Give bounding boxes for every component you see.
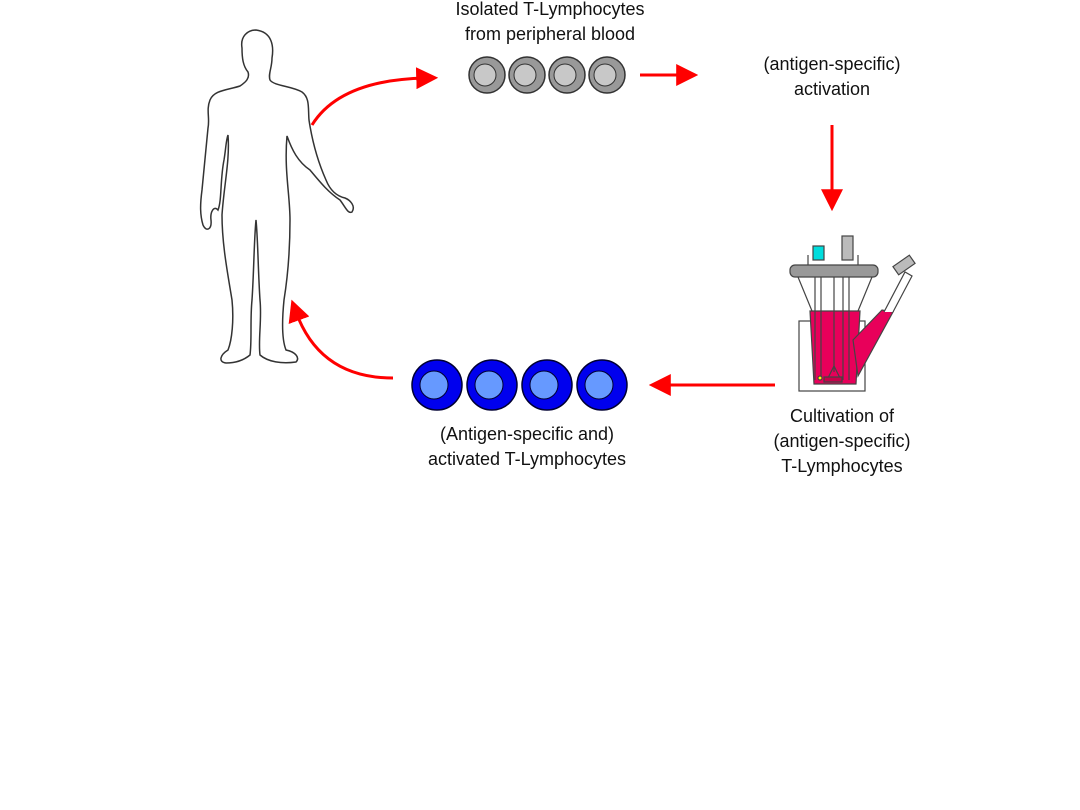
human-silhouette-icon bbox=[199, 29, 355, 364]
activated-label-line2: activated T-Lymphocytes bbox=[428, 449, 626, 469]
activated-cell bbox=[466, 359, 518, 411]
activated-label-line1: (Antigen-specific and) bbox=[440, 424, 614, 444]
resting-cell bbox=[548, 56, 586, 94]
activated-cell bbox=[411, 359, 463, 411]
activated-t-cells bbox=[411, 359, 628, 411]
resting-cell bbox=[508, 56, 546, 94]
activated-cell bbox=[576, 359, 628, 411]
cultivation-label-line3: T-Lymphocytes bbox=[781, 456, 902, 476]
cultivation-label-line2: (antigen-specific) bbox=[773, 431, 910, 451]
resting-t-cells bbox=[468, 56, 626, 94]
activation-label-line2: activation bbox=[794, 79, 870, 99]
activated-cell bbox=[521, 359, 573, 411]
resting-cell bbox=[588, 56, 626, 94]
arrow-reinfusion bbox=[288, 299, 394, 380]
isolated-label-line2: from peripheral blood bbox=[465, 24, 635, 44]
arrow-blood-to-isolation bbox=[310, 67, 439, 126]
bioreactor-vessel-icon bbox=[789, 235, 916, 392]
cultivation-label-line1: Cultivation of bbox=[790, 406, 895, 426]
resting-cell bbox=[468, 56, 506, 94]
isolated-label-line1: Isolated T-Lymphocytes bbox=[455, 0, 644, 19]
activation-label-line1: (antigen-specific) bbox=[763, 54, 900, 74]
